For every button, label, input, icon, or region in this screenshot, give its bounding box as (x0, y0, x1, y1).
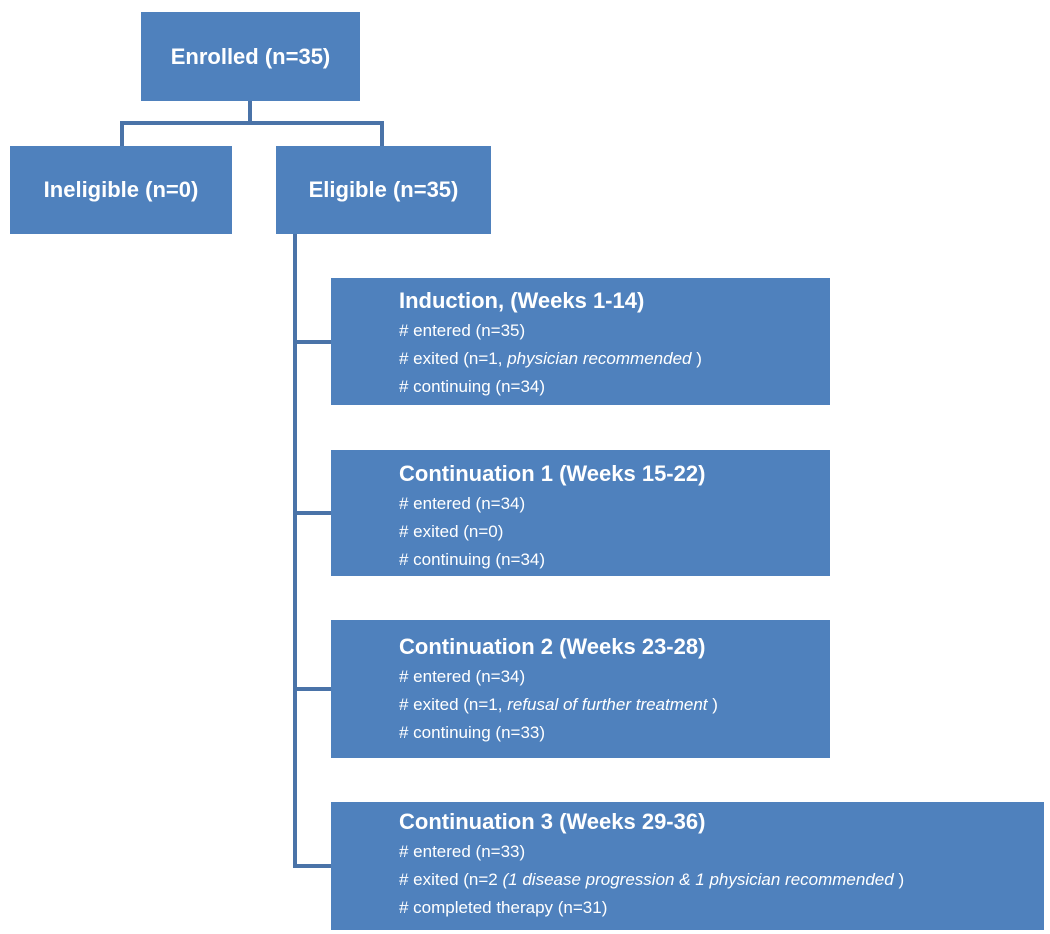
stage-exited-note: (1 disease progression & 1 physician rec… (502, 870, 894, 889)
connector-to-stage-3 (293, 687, 331, 691)
stage-entered: # entered (n=34) (399, 494, 526, 513)
stage-title: Continuation 3 (Weeks 29-36) (399, 809, 706, 834)
stage-exited: # exited (n=2 (1 disease progression & 1… (399, 866, 1044, 894)
connector-to-eligible (380, 121, 384, 146)
stage-box-continuation-1: Continuation 1 (Weeks 15-22) # entered (… (331, 450, 830, 576)
connector-to-stage-2 (293, 511, 331, 515)
connector-enrolled-down (248, 101, 252, 123)
stage-entered: # entered (n=34) (399, 667, 526, 686)
stage-continuing: # continuing (n=34) (399, 377, 546, 396)
connector-eligible-trunk (293, 234, 297, 868)
enrolled-label: Enrolled (n=35) (170, 43, 331, 69)
stage-exited-suffix: ) (691, 349, 702, 368)
connector-to-stage-4 (293, 864, 331, 868)
stage-entered: # entered (n=33) (399, 842, 526, 861)
stage-box-induction: Induction, (Weeks 1-14) # entered (n=35)… (331, 278, 830, 405)
stage-exited-note: physician recommended (507, 349, 692, 368)
stage-exited-prefix: # exited (n=1, (399, 695, 508, 714)
stage-title: Continuation 2 (Weeks 23-28) (399, 634, 706, 659)
connector-to-ineligible (120, 121, 124, 146)
stage-continuing: # continuing (n=33) (399, 723, 546, 742)
stage-completed: # completed therapy (n=31) (399, 898, 608, 917)
stage-title: Induction, (Weeks 1-14) (399, 288, 645, 313)
connector-split-horizontal (120, 121, 384, 125)
stage-exited-suffix: ) (893, 870, 905, 889)
eligible-label: Eligible (n=35) (308, 177, 459, 202)
stage-exited-suffix: ) (707, 695, 718, 714)
stage-box-continuation-3: Continuation 3 (Weeks 29-36) # entered (… (331, 802, 1044, 930)
ineligible-label: Ineligible (n=0) (43, 177, 199, 202)
stage-title: Continuation 1 (Weeks 15-22) (399, 461, 706, 486)
stage-entered: # entered (n=35) (399, 321, 526, 340)
enrolled-box: Enrolled (n=35) (141, 12, 360, 101)
stage-exited-note: refusal of further treatment (507, 695, 708, 714)
stage-continuing: # continuing (n=34) (399, 550, 546, 569)
stage-exited: # exited (n=1, physician recommended ) (399, 345, 830, 373)
stage-exited: # exited (n=0) (399, 518, 830, 546)
stage-exited: # exited (n=1, refusal of further treatm… (399, 691, 830, 719)
stage-exited-prefix: # exited (n=0) (399, 522, 504, 541)
stage-exited-prefix: # exited (n=1, (399, 349, 508, 368)
ineligible-box: Ineligible (n=0) (10, 146, 232, 234)
connector-to-stage-1 (293, 340, 331, 344)
eligible-box: Eligible (n=35) (276, 146, 491, 234)
stage-box-continuation-2: Continuation 2 (Weeks 23-28) # entered (… (331, 620, 830, 758)
stage-exited-prefix: # exited (n=2 (399, 870, 503, 889)
